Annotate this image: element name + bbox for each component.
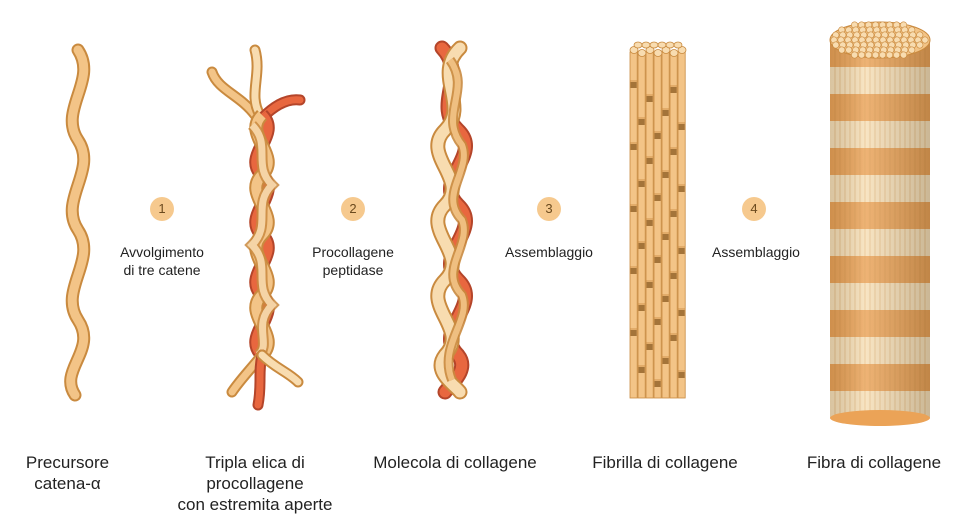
procollagen-triple-helix: [212, 50, 300, 405]
caption-procollagen: Tripla elica di procollagene con estremi…: [160, 452, 350, 515]
step-3-badge: 3: [537, 197, 561, 221]
step-4-badge: 4: [742, 197, 766, 221]
collagen-fibre: [830, 22, 930, 426]
step-2-badge: 2: [341, 197, 365, 221]
step-1-badge: 1: [150, 197, 174, 221]
caption-alpha-chain: Precursore catena-α: [5, 452, 130, 494]
caption-collagen-fibril: Fibrilla di collagene: [575, 452, 755, 473]
alpha-chain-precursor: [71, 50, 84, 395]
collagen-fibril: [630, 42, 686, 398]
step-3-label: Assemblaggio: [494, 243, 604, 261]
step-1-label: Avvolgimento di tre catene: [105, 243, 219, 279]
caption-collagen-molecule: Molecola di collagene: [360, 452, 550, 473]
step-2-label: Procollagene peptidase: [298, 243, 408, 279]
step-4-label: Assemblaggio: [701, 243, 811, 261]
diagram-artwork: [0, 0, 953, 440]
caption-collagen-fibre: Fibra di collagene: [795, 452, 953, 473]
collagen-molecule: [438, 48, 466, 392]
